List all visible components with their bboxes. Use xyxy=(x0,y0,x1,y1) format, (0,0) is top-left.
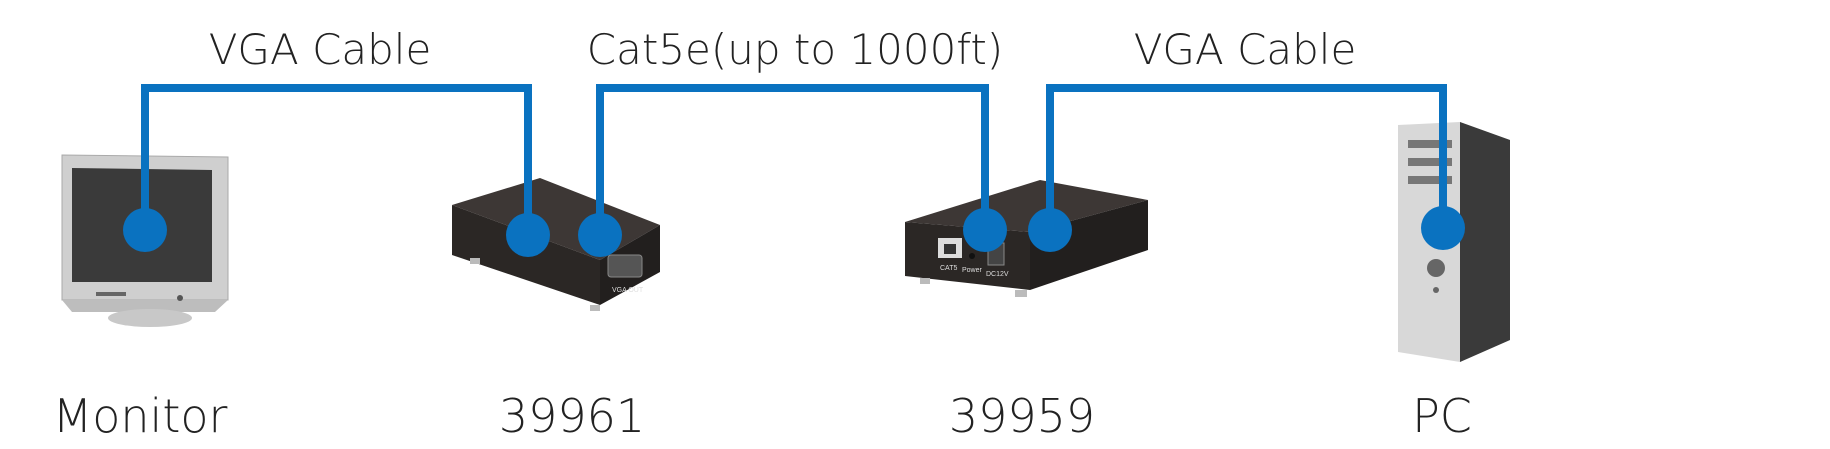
vga-cable-left xyxy=(141,84,532,235)
cat5e-cable xyxy=(596,84,989,235)
connector-dot-39959-vga xyxy=(1028,208,1072,252)
vga-out-port-label: VGA OUT xyxy=(612,287,644,294)
vga-cable-right xyxy=(1046,84,1447,230)
device-label-pc: PC xyxy=(1412,389,1472,443)
device-label-monitor: Monitor xyxy=(53,389,228,443)
power-label: Power xyxy=(962,267,983,274)
connector-dot-39959-cat5 xyxy=(963,208,1007,252)
connector-dot-monitor xyxy=(123,208,167,252)
dc12v-port-label: DC12V xyxy=(986,271,1009,278)
cat5-port-label: CAT5 xyxy=(940,265,957,272)
cable-label-vga-right: VGA Cable xyxy=(1134,25,1357,74)
cable-label-cat5e: Cat5e(up to 1000ft) xyxy=(587,25,1003,74)
transmitter-39959-icon: CAT5 Power DC12V xyxy=(905,180,1148,297)
connector-dot-pc xyxy=(1421,206,1465,250)
connector-dot-39961-vga xyxy=(506,213,550,257)
cable-label-vga-left: VGA Cable xyxy=(209,25,432,74)
device-label-39961: 39961 xyxy=(499,389,645,443)
connector-dot-39961-cat5 xyxy=(578,213,622,257)
device-label-39959: 39959 xyxy=(949,389,1095,443)
receiver-39961-icon: VGA OUT xyxy=(452,178,660,311)
